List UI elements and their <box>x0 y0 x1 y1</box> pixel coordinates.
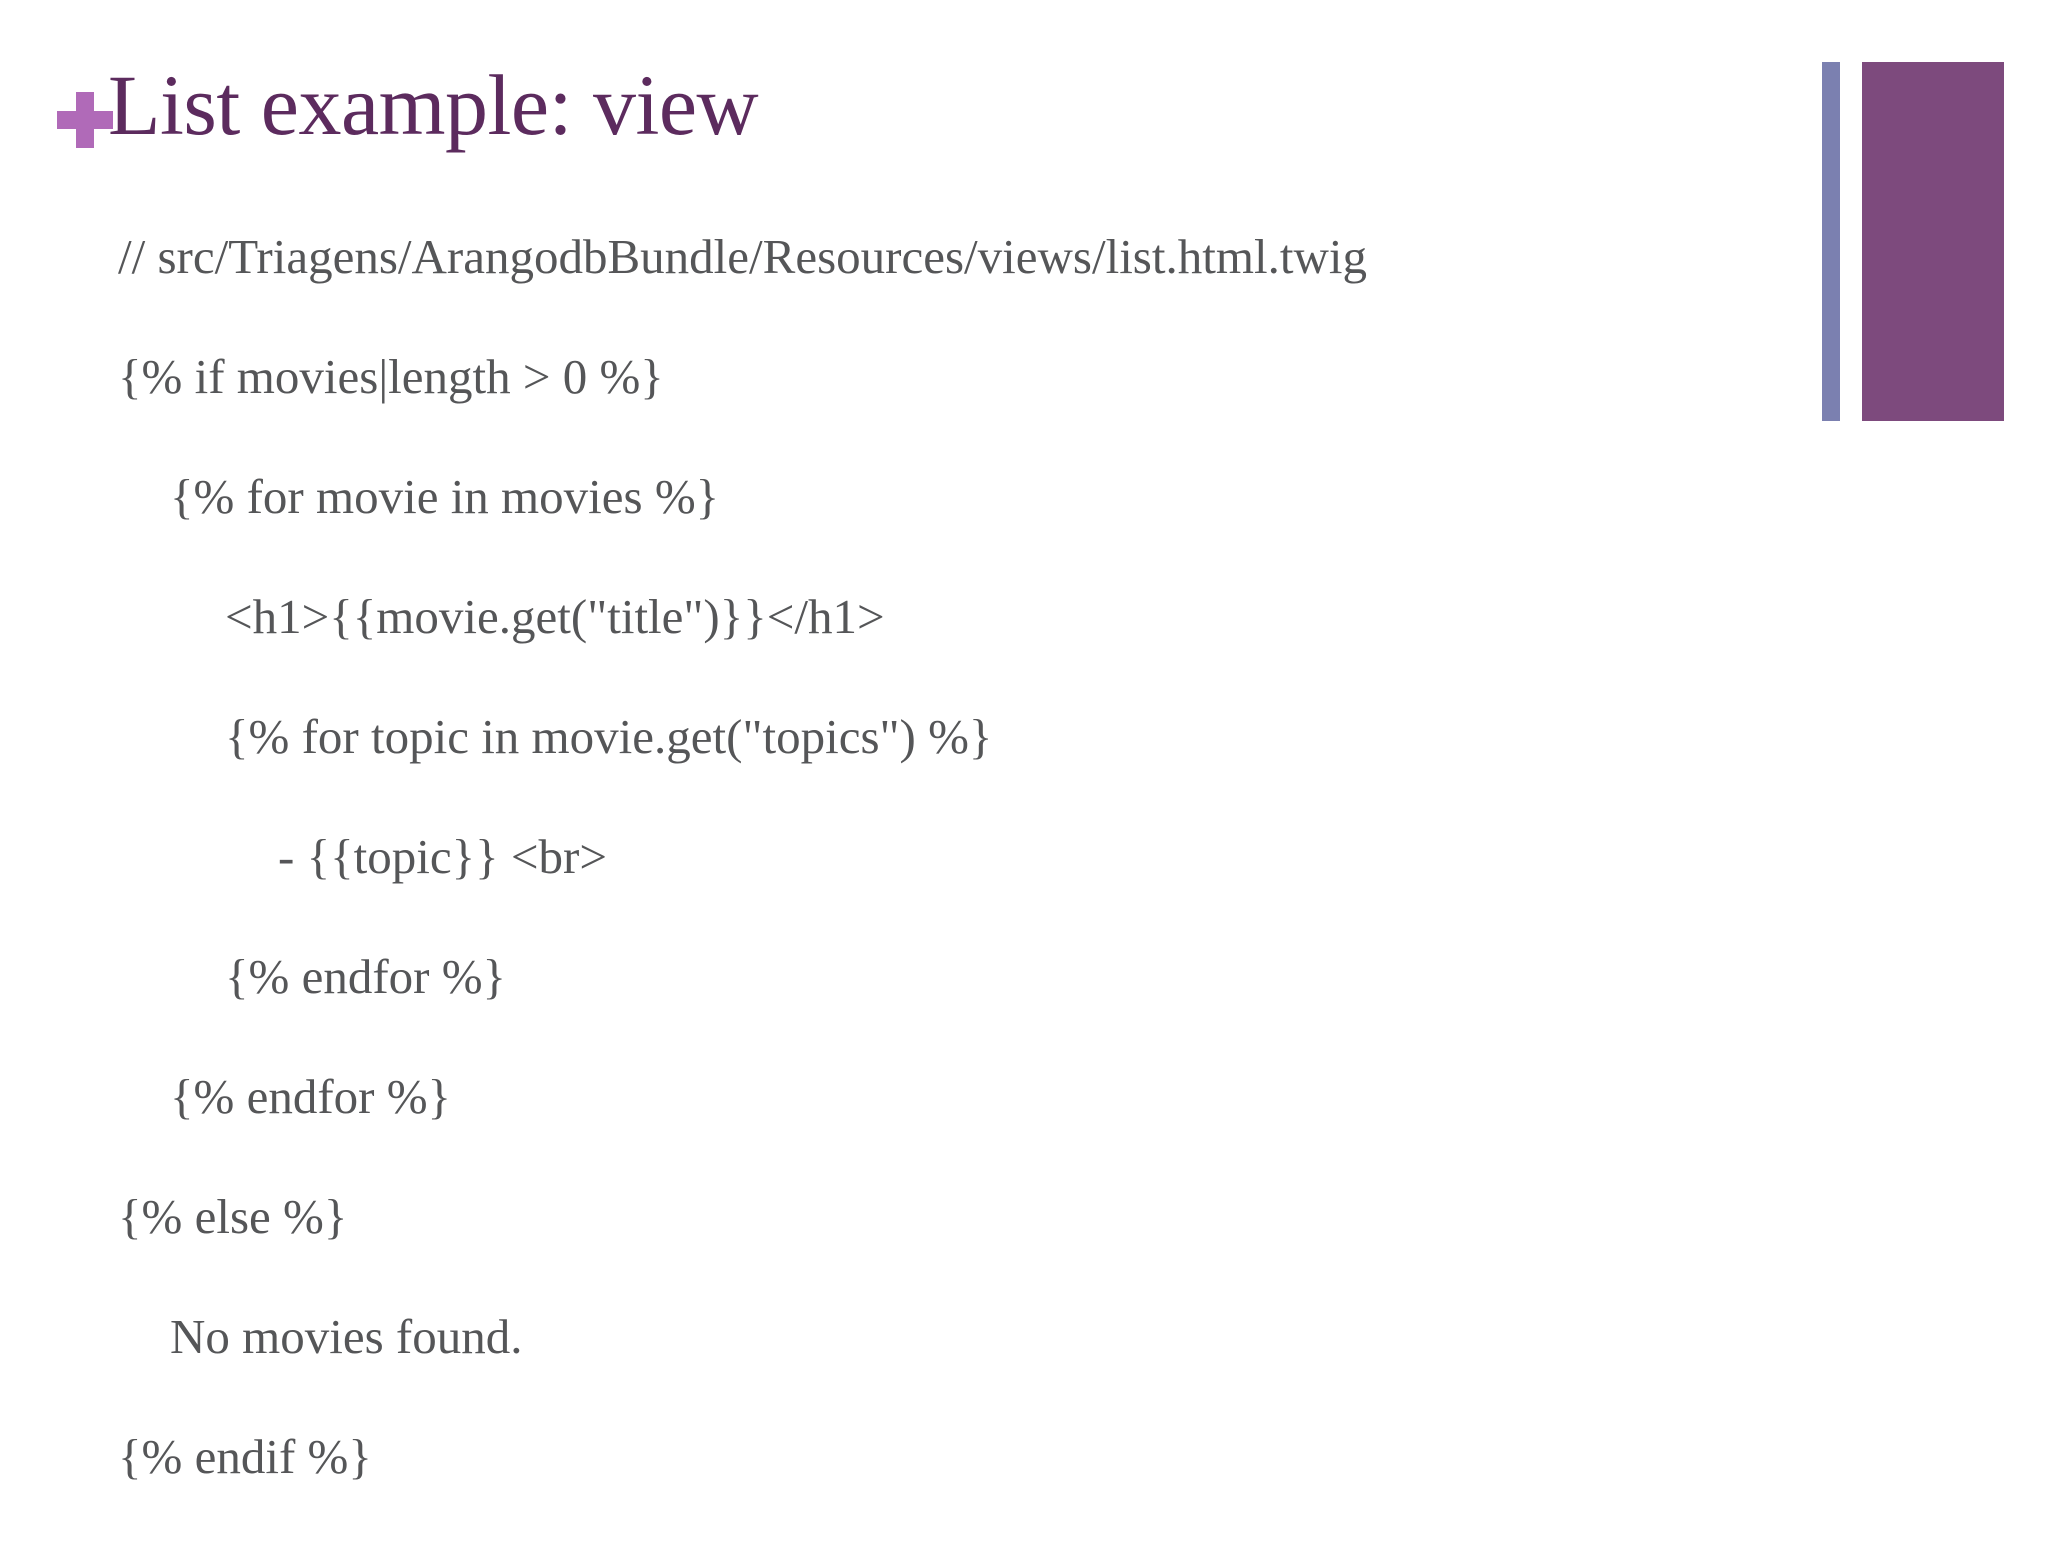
plus-icon-vertical-bar <box>76 92 94 148</box>
code-line: No movies found. <box>170 1309 523 1364</box>
code-line: - {{topic}} <br> <box>278 829 607 884</box>
code-line: {% endfor %} <box>225 949 507 1004</box>
decorative-block-bar <box>1862 62 2004 421</box>
code-line: {% else %} <box>118 1189 348 1244</box>
code-line: {% for movie in movies %} <box>170 469 720 524</box>
code-line: {% if movies|length > 0 %} <box>118 349 664 404</box>
code-line: {% endif %} <box>118 1429 372 1484</box>
code-line: {% endfor %} <box>170 1069 452 1124</box>
decorative-thin-bar <box>1822 62 1840 421</box>
plus-icon <box>57 92 113 148</box>
code-line: // src/Triagens/ArangodbBundle/Resources… <box>118 229 1367 284</box>
code-line: <h1>{{movie.get("title")}}</h1> <box>225 589 885 644</box>
code-block: // src/Triagens/ArangodbBundle/Resources… <box>0 232 2048 1552</box>
page-title: List example: view <box>108 56 759 153</box>
code-line: {% for topic in movie.get("topics") %} <box>225 709 993 764</box>
